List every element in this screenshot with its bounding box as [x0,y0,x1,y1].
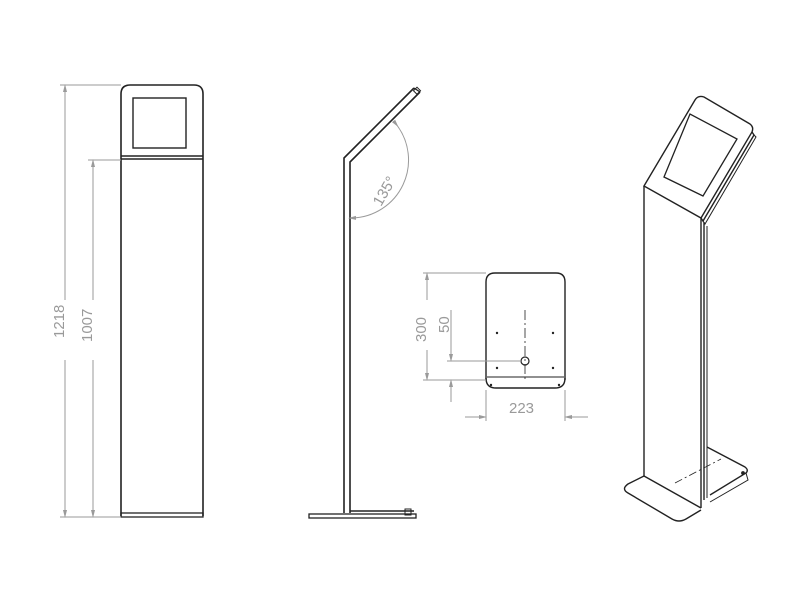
dim-label-1218: 1218 [51,305,68,338]
screen-window [132,97,187,149]
dimension-overall-height: 1218 [51,84,121,518]
dim-label-300: 300 [413,317,430,342]
dimension-column-height: 1007 [79,159,121,518]
dim-label-135: 135° [370,174,400,209]
dim-label-223: 223 [509,400,534,417]
iso-screen [663,113,738,197]
plate-detail: 300 50 223 [413,272,588,421]
dim-label-50: 50 [436,316,453,333]
side-view: 135° [308,86,422,519]
front-view [120,84,204,518]
isometric-view [623,95,757,522]
dim-label-1007: 1007 [79,309,96,342]
